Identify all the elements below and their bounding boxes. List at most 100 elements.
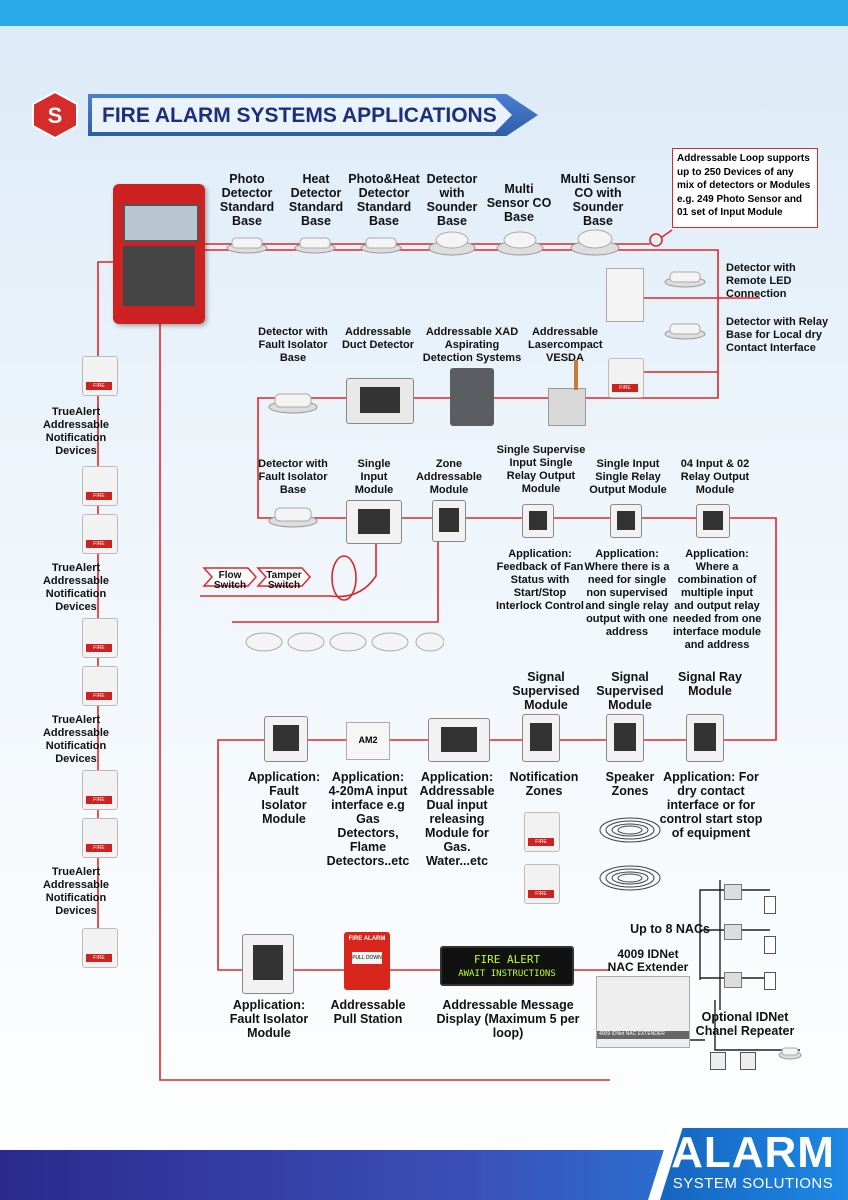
page-title: FIRE ALARM SYSTEMS APPLICATIONS (102, 104, 497, 127)
truealert-strobe-1: FIRE (82, 356, 118, 396)
app-fault-isolator-2: Application: Fault Isolator Module (229, 998, 309, 1040)
label-speaker-zones: Speaker Zones (605, 770, 655, 798)
pull-station-icon: FIRE ALARM PULL DOWN (344, 932, 390, 990)
vesda-icon (548, 388, 586, 426)
photo-detector-icon (226, 237, 268, 254)
fault-isolator-detector-2-icon (268, 507, 318, 528)
photo-heat-detector-icon (360, 237, 402, 254)
repeater-device-1 (710, 1052, 726, 1070)
message-line-2: AWAIT INSTRUCTIONS (458, 969, 556, 979)
signal-supervised-1-icon (522, 714, 560, 762)
4in-2out-module-icon (696, 504, 730, 538)
label-multi-sensor-co: Multi Sensor CO Base (486, 182, 552, 224)
message-line-1: FIRE ALERT (473, 953, 541, 966)
truealert-strobe-6: FIRE (82, 770, 118, 810)
label-photo-detector: Photo Detector Standard Base (219, 172, 275, 228)
label-nac-extender: 4009 IDNet NAC Extender (607, 947, 689, 974)
sounder-detector-icon (428, 231, 476, 256)
company-logo: S (32, 90, 78, 140)
label-idnet-repeater: Optional IDNet Chanel Repeater (695, 1010, 795, 1038)
repeater-device-2 (740, 1052, 756, 1070)
label-fault-isolator-base-2: Detector with Fault Isolator Base (258, 458, 328, 496)
label-truealert-2: TrueAlert Addressable Notification Devic… (42, 562, 110, 613)
label-signal-ray: Signal Ray Module (678, 670, 742, 698)
brand-subtitle: SYSTEM SOLUTIONS (672, 1175, 834, 1192)
label-detector-sounder: Detector with Sounder Base (426, 172, 478, 228)
top-bar (0, 0, 848, 26)
loop-capacity-note: Addressable Loop supports up to 250 Devi… (672, 148, 818, 228)
label-fault-isolator-base-1: Detector with Fault Isolator Base (258, 326, 328, 364)
flow-switch: Flow Switch (213, 570, 247, 591)
supervise-relay-module-icon (522, 504, 554, 538)
svg-text:S: S (48, 103, 63, 128)
label-pull-station: Addressable Pull Station (330, 998, 406, 1026)
label-heat-detector: Heat Detector Standard Base (288, 172, 344, 228)
duct-detector-icon (346, 378, 414, 424)
signal-ray-icon (686, 714, 724, 762)
truealert-strobe-3: FIRE (82, 514, 118, 554)
message-display: FIRE ALERT AWAIT INSTRUCTIONS (440, 946, 574, 986)
nac-horn-2 (724, 924, 742, 940)
app-fan-status: Application: Feedback of Fan Status with… (495, 548, 584, 612)
nac-eol-2 (764, 936, 776, 954)
single-input-module-icon (346, 500, 402, 544)
label-supervise-input-relay: Single Supervise Input Single Relay Outp… (496, 444, 586, 495)
label-xad-aspirating: Addressable XAD Aspirating Detection Sys… (422, 326, 522, 364)
truealert-strobe-2: FIRE (82, 466, 118, 506)
vesda-pipe (574, 360, 578, 390)
fault-isolator-detector-icon (268, 393, 318, 414)
led-detector-icon (664, 271, 706, 288)
app-dry-contact: Application: For dry contact interface o… (659, 770, 763, 840)
label-truealert-4: TrueAlert Addressable Notification Devic… (42, 866, 110, 917)
label-vesda: Addressable Lasercompact VESDA (528, 326, 603, 364)
am2-module-icon: AM2 (346, 722, 390, 760)
label-signal-supervised-1: Signal Supervised Module (512, 670, 580, 712)
repeater-detector-icon (778, 1047, 802, 1060)
nac-horn-3 (724, 972, 742, 988)
app-4-20ma: Application: 4-20mA input interface e.g … (326, 770, 410, 868)
truealert-strobe-4: FIRE (82, 618, 118, 658)
label-truealert-3: TrueAlert Addressable Notification Devic… (42, 714, 110, 765)
heat-detector-icon (294, 237, 336, 254)
truealert-strobe-7: FIRE (82, 818, 118, 858)
label-input-relay-module: Single Input Single Relay Output Module (589, 458, 667, 496)
title-banner-inner (92, 98, 512, 132)
fire-alarm-control-panel (113, 184, 205, 324)
app-single-relay: Application: Where there is a need for s… (584, 548, 670, 638)
label-message-display: Addressable Message Display (Maximum 5 p… (436, 998, 580, 1040)
label-up-to-8-nacs: Up to 8 NACs (630, 922, 710, 936)
app-fault-isolator-1: Application: Fault Isolator Module (247, 770, 321, 826)
label-relay-base: Detector with Relay Base for Local dry C… (726, 316, 829, 354)
releasing-module-icon (428, 718, 490, 762)
relay-detector-icon (664, 323, 706, 340)
brand-block (660, 1128, 848, 1200)
xad-aspirating-icon (450, 368, 494, 426)
signal-supervised-2-icon (606, 714, 644, 762)
label-remote-led: Detector with Remote LED Connection (726, 262, 796, 300)
panel-grid (123, 246, 195, 306)
app-multi-io: Application: Where a combination of mult… (672, 548, 762, 651)
label-photo-heat-detector: Photo&Heat Detector Standard Base (348, 172, 420, 228)
fault-isolator-module-icon (264, 716, 308, 762)
truealert-strobe-8: FIRE (82, 928, 118, 968)
panel-screen (123, 204, 199, 242)
notification-strobe-2: FIRE (524, 864, 560, 904)
tamper-switch: Tamper Switch (266, 570, 302, 591)
truealert-strobe-5: FIRE (82, 666, 118, 706)
zone-module-icon (432, 500, 466, 542)
label-truealert-1: TrueAlert Addressable Notification Devic… (42, 406, 110, 457)
nac-eol-1 (764, 896, 776, 914)
label-duct-detector: Addressable Duct Detector (341, 326, 415, 351)
label-signal-supervised-2: Signal Supervised Module (596, 670, 664, 712)
nac-eol-3 (764, 972, 776, 990)
conventional-detectors (245, 632, 444, 652)
notification-strobe-1: FIRE (524, 812, 560, 852)
label-multi-sensor-co-sounder: Multi Sensor CO with Sounder Base (560, 172, 636, 228)
nac-horn-1 (724, 884, 742, 900)
brand-title: ALARM (671, 1128, 835, 1177)
fault-isolator-module-2-icon (242, 934, 294, 994)
app-releasing: Application: Addressable Dual input rele… (419, 770, 495, 868)
label-4in-2out-module: 04 Input & 02 Relay Output Module (680, 458, 750, 496)
nac-extender-cabinet: 4009 IDNet NAC EXTENDER (596, 976, 690, 1048)
